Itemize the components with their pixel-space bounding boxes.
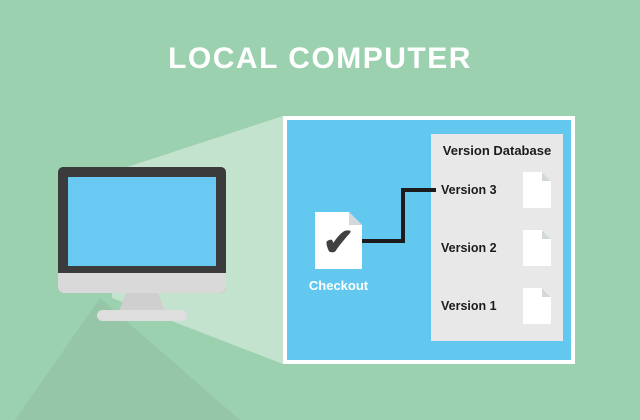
- page-fold: [542, 288, 551, 297]
- beam-shadow: [15, 298, 240, 420]
- version-label: Version 2: [441, 241, 497, 255]
- version-database-panel: Version Database Version 3 Version 2 Ver…: [431, 134, 563, 341]
- desktop-monitor-icon: [58, 167, 226, 323]
- version-label: Version 3: [441, 183, 497, 197]
- version-row: Version 3: [431, 172, 563, 208]
- monitor-stand-base: [97, 310, 187, 321]
- monitor-chin: [58, 273, 226, 293]
- version-row: Version 2: [431, 230, 563, 266]
- checkmark-icon: ✔: [322, 222, 355, 265]
- version-row: Version 1: [431, 288, 563, 324]
- monitor-stand-neck: [119, 293, 165, 311]
- version-database-title: Version Database: [442, 143, 552, 158]
- document-icon: [523, 172, 551, 208]
- checkout-label: Checkout: [308, 278, 369, 293]
- document-icon: [523, 230, 551, 266]
- document-checkmark-icon: ✔: [315, 212, 362, 269]
- version-label: Version 1: [441, 299, 497, 313]
- monitor-screen: [68, 177, 216, 266]
- page-fold: [349, 212, 362, 225]
- monitor-body: [58, 167, 226, 293]
- document-icon: [523, 288, 551, 324]
- diagram-title: LOCAL COMPUTER: [168, 42, 472, 75]
- page-fold: [542, 172, 551, 181]
- page-fold: [542, 230, 551, 239]
- local-workspace-panel: Version Database Version 3 Version 2 Ver…: [283, 116, 575, 364]
